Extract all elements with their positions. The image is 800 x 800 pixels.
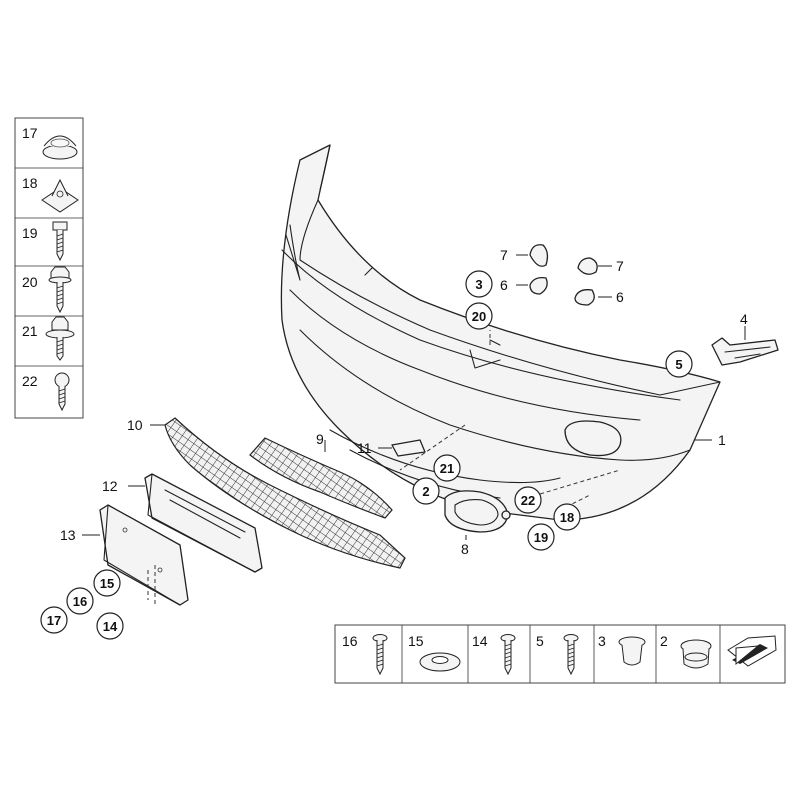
grille-icon <box>164 417 406 569</box>
callout-17: 17 <box>47 613 61 628</box>
callout-14: 14 <box>103 619 118 634</box>
callout-7-left: 7 <box>500 247 508 263</box>
hex-bolt-icon <box>45 316 75 361</box>
callout-16: 16 <box>73 594 87 609</box>
callout-6-right: 6 <box>616 289 624 305</box>
bottom-legend-label-16: 16 <box>342 633 358 649</box>
callout-10: 10 <box>127 417 143 433</box>
grommet-icon-2 <box>680 639 712 669</box>
callout-12: 12 <box>102 478 118 494</box>
circled-callouts: 3 20 5 21 2 22 18 19 15 16 17 14 <box>40 270 693 640</box>
left-legend-label-18: 18 <box>22 175 38 191</box>
callout-4: 4 <box>740 311 748 327</box>
bottom-legend-label-2: 2 <box>660 633 668 649</box>
trim-piece-icon <box>391 439 426 457</box>
grommet-icon-3 <box>618 636 646 666</box>
callout-7-right: 7 <box>616 258 624 274</box>
washer-icon <box>419 652 461 672</box>
left-legend-label-22: 22 <box>22 373 38 389</box>
callout-9: 9 <box>316 431 324 447</box>
callout-18: 18 <box>560 510 574 525</box>
callout-13: 13 <box>60 527 76 543</box>
bottom-legend-label-14: 14 <box>472 633 488 649</box>
grommet-icon <box>42 135 78 160</box>
left-legend-label-19: 19 <box>22 225 38 241</box>
callout-2: 2 <box>422 484 429 499</box>
left-legend-label-21: 21 <box>22 323 38 339</box>
callout-3: 3 <box>475 277 482 292</box>
license-plate-icon <box>144 473 263 573</box>
fog-ring-icon <box>444 490 511 533</box>
small-screw-icon <box>54 372 70 412</box>
arrow-icon <box>727 635 777 667</box>
screw-icon <box>52 221 68 262</box>
callout-11: 11 <box>357 440 372 456</box>
bottom-legend: 16 15 14 5 3 2 <box>334 624 786 684</box>
callout-8: 8 <box>461 541 469 557</box>
bottom-legend-label-5: 5 <box>536 633 544 649</box>
bumper-icon <box>280 144 721 521</box>
callout-19: 19 <box>534 530 548 545</box>
callout-21: 21 <box>440 461 454 476</box>
left-legend: 17 18 19 20 21 22 <box>14 117 84 419</box>
callout-20: 20 <box>472 309 486 324</box>
left-legend-label-20: 20 <box>22 274 38 290</box>
callout-15: 15 <box>100 576 114 591</box>
clip-icon <box>41 178 79 213</box>
side-bracket-icon <box>711 337 779 366</box>
bottom-legend-label-3: 3 <box>598 633 606 649</box>
callout-1: 1 <box>718 432 726 448</box>
callout-6-left: 6 <box>500 277 508 293</box>
callout-5: 5 <box>675 357 682 372</box>
bottom-legend-label-15: 15 <box>408 633 424 649</box>
center-grille-icon <box>249 437 393 519</box>
cap-icon <box>529 244 598 306</box>
left-legend-label-17: 17 <box>22 125 38 141</box>
hex-screw-icon <box>48 266 72 314</box>
callout-22: 22 <box>521 493 535 508</box>
